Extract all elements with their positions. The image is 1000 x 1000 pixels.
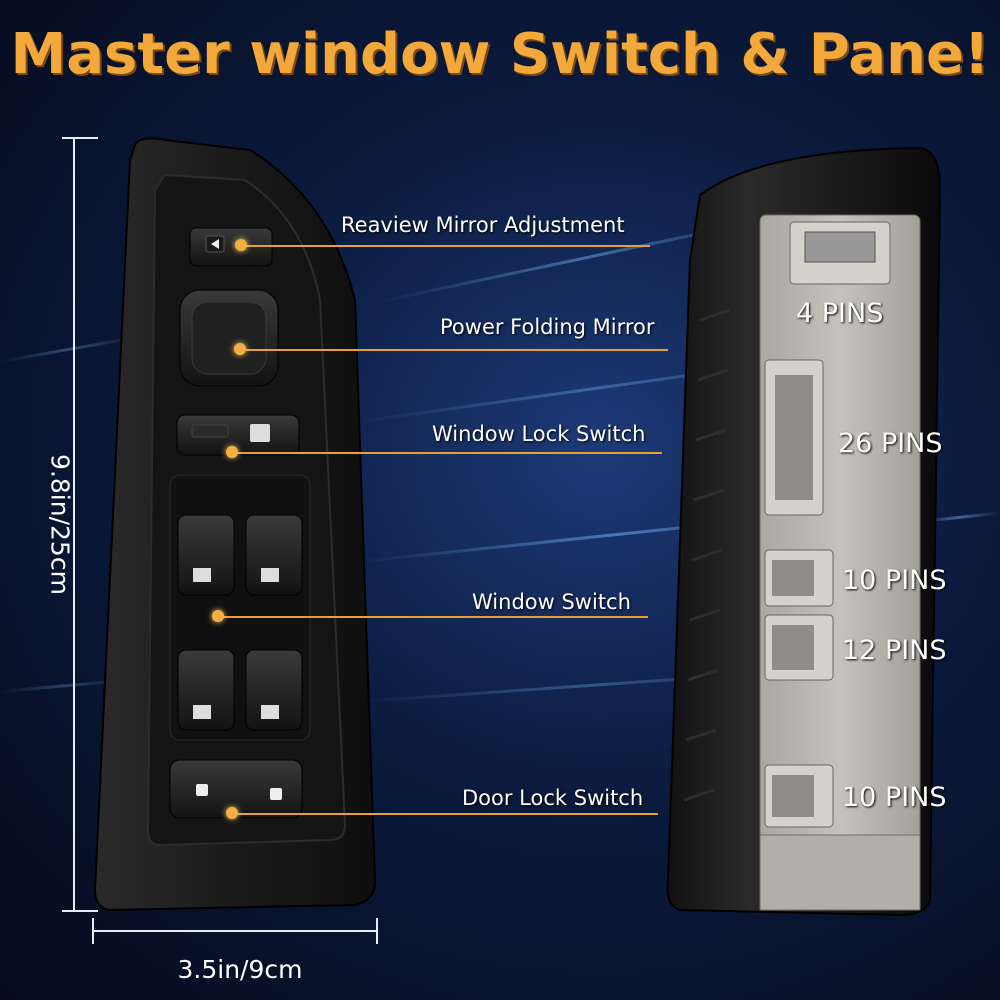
- pins-label: 4 PINS: [796, 298, 884, 329]
- callout-window-lock: Window Lock Switch: [432, 422, 646, 446]
- leader-line: [240, 245, 650, 247]
- pins-label: 10 PINS: [842, 782, 947, 813]
- width-dimension-cap: [376, 918, 378, 944]
- pins-label: 10 PINS: [842, 565, 947, 596]
- callout-dot: [226, 446, 238, 458]
- callout-window-switch: Window Switch: [472, 590, 631, 614]
- lock-icon: [270, 788, 282, 800]
- arrow-left-icon: [211, 239, 219, 249]
- callout-power-folding: Power Folding Mirror: [440, 315, 655, 339]
- leader-line: [232, 813, 658, 815]
- height-dimension-cap: [62, 137, 98, 139]
- callout-dot: [235, 239, 247, 251]
- pins-label: 12 PINS: [842, 635, 947, 666]
- height-dimension-label: 9.8in/25cm: [45, 454, 75, 595]
- callout-dot: [226, 807, 238, 819]
- leader-line: [218, 616, 648, 618]
- callout-door-lock: Door Lock Switch: [462, 786, 644, 810]
- callout-dot: [234, 343, 246, 355]
- callout-dot: [212, 610, 224, 622]
- width-dimension-line: [92, 930, 377, 932]
- page-title: Master window Switch & Pane!: [10, 22, 990, 87]
- height-dimension-cap: [62, 910, 98, 912]
- width-dimension-label: 3.5in/9cm: [177, 955, 303, 984]
- unlock-icon: [196, 784, 208, 796]
- width-dimension-cap: [92, 918, 94, 944]
- leader-line: [232, 452, 662, 454]
- window-icon: [250, 424, 270, 442]
- leader-line: [240, 349, 668, 351]
- height-dimension-line: [73, 138, 75, 910]
- pins-label: 26 PINS: [838, 428, 943, 459]
- callout-mirror-adjustment: Reaview Mirror Adjustment: [341, 213, 625, 237]
